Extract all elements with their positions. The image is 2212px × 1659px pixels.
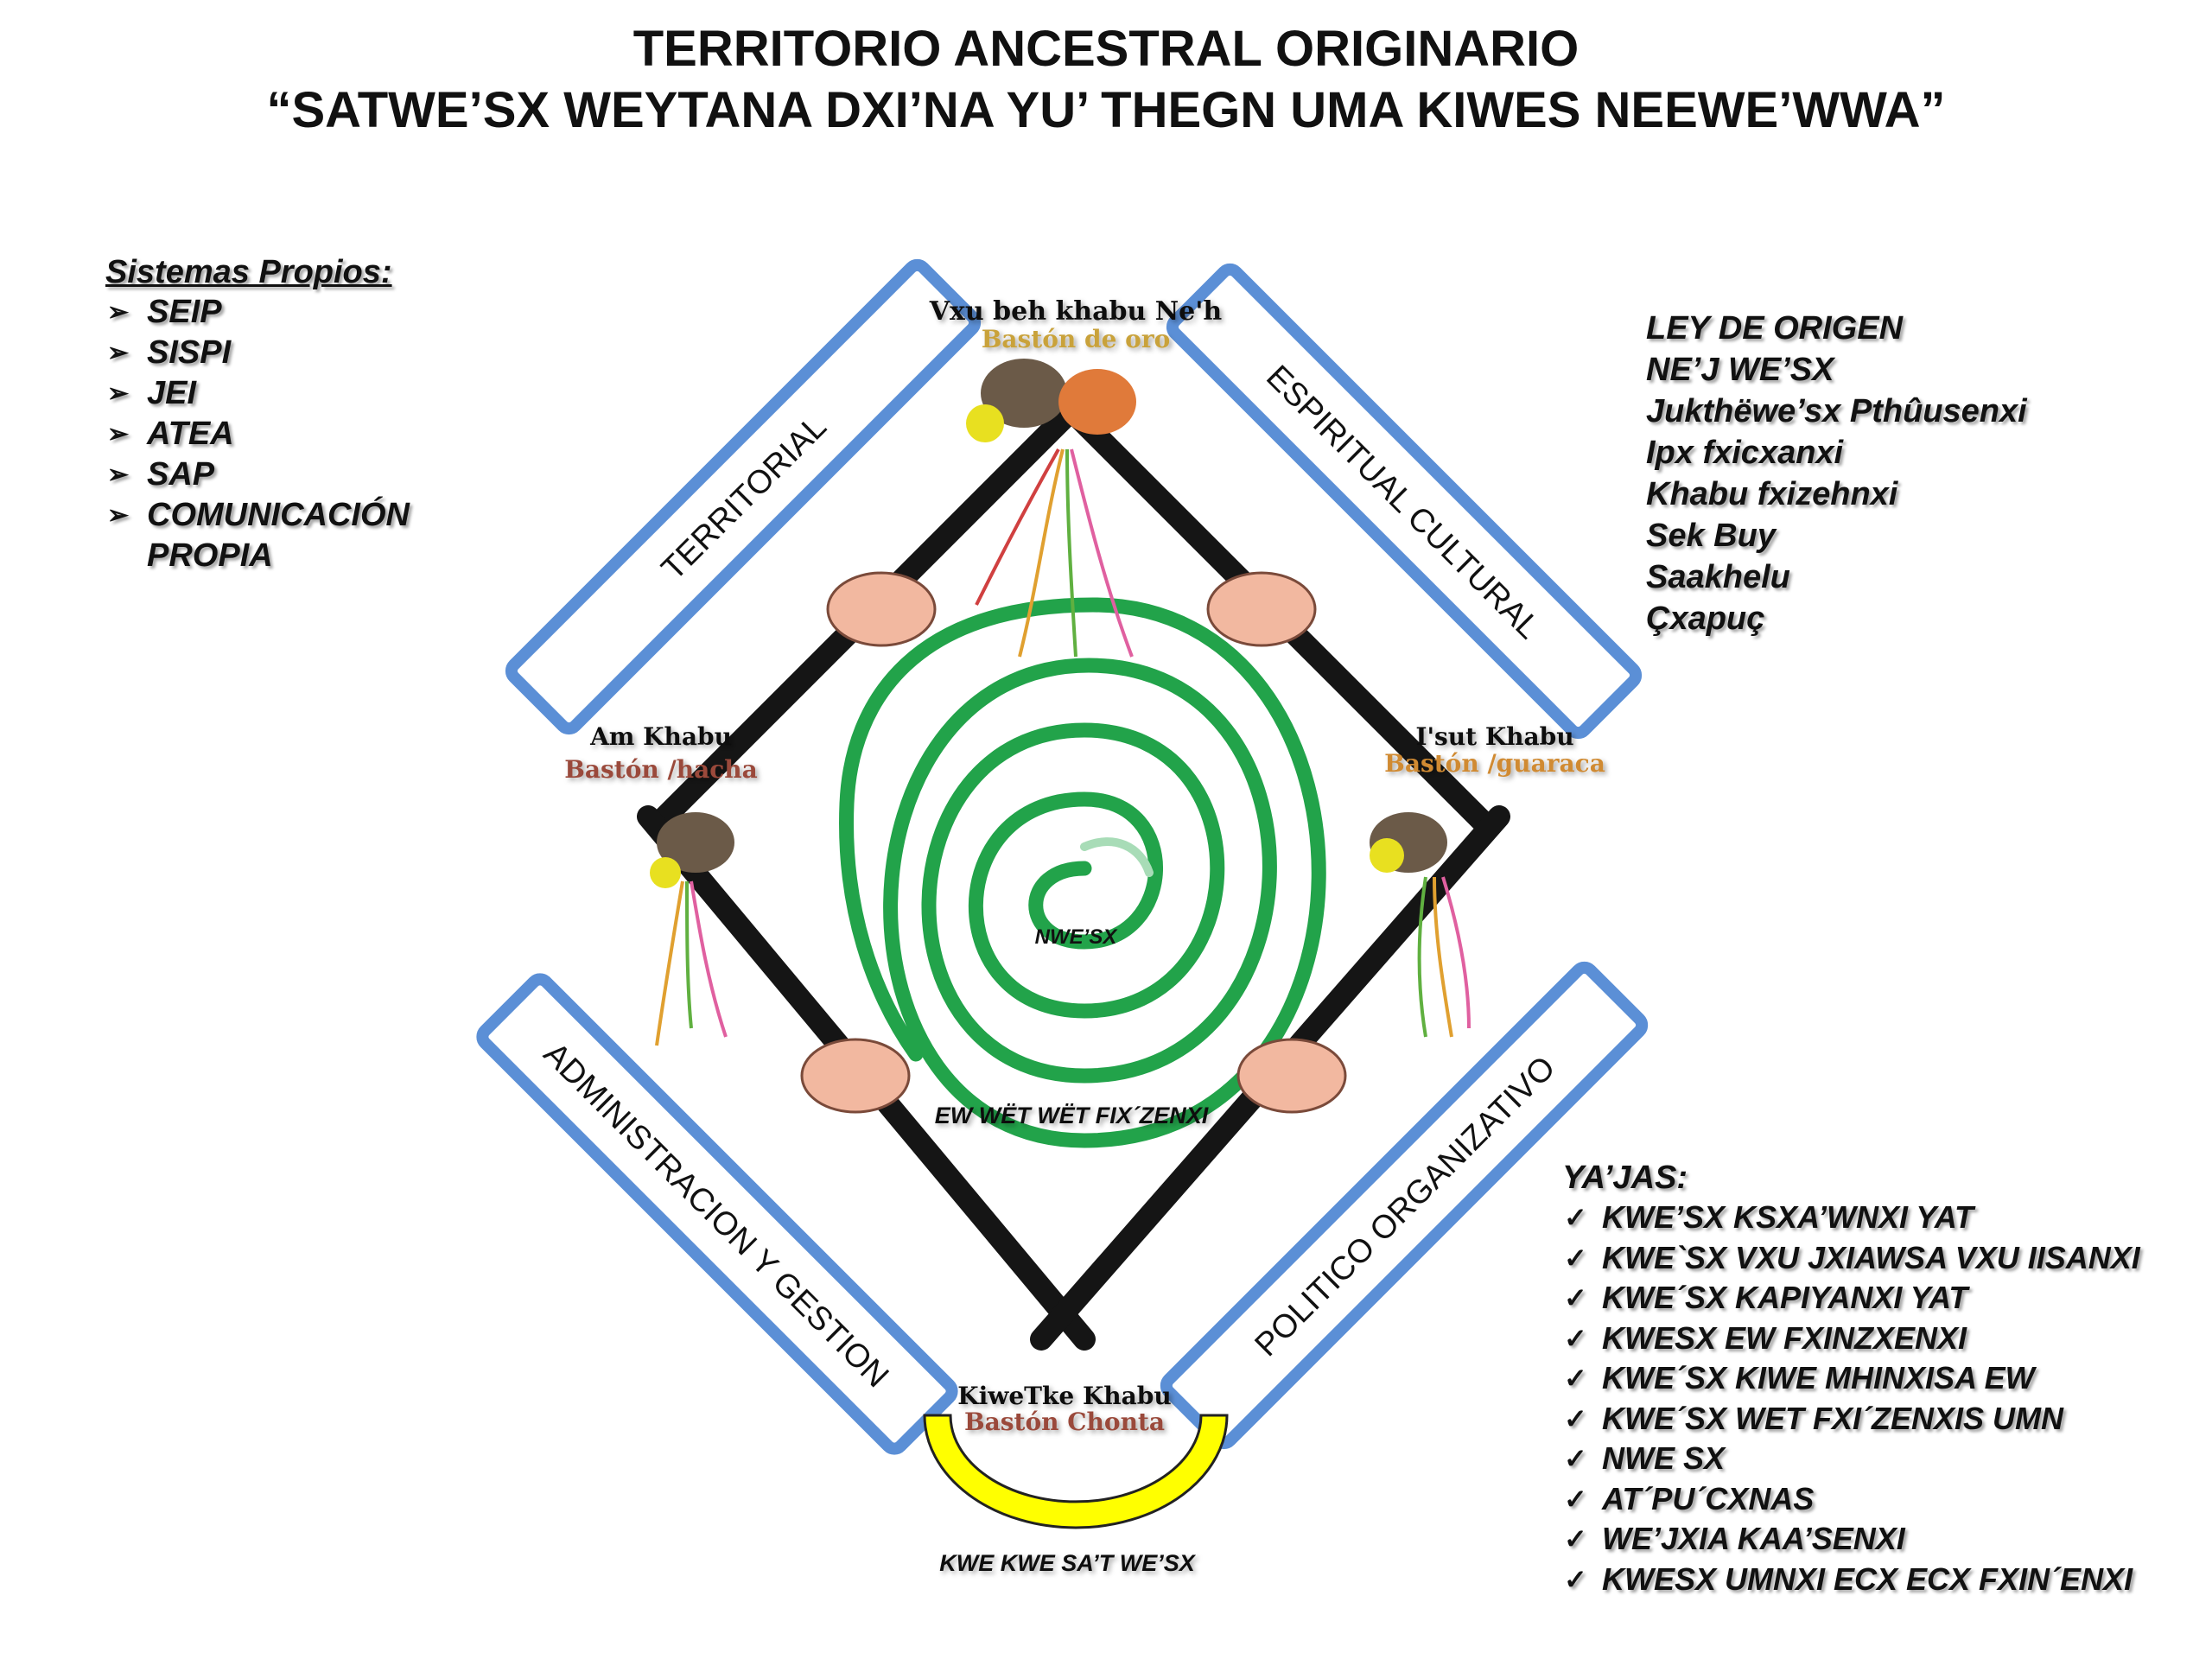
staff-left-name: Am Khabu <box>589 722 732 751</box>
staff-top-sub: Bastón de oro <box>982 325 1171 353</box>
ley-de-origen-list: LEY DE ORIGEN NE’J WE’SX Jukthëwe’sx Pth… <box>1646 308 2130 639</box>
list-item: ➢SEIP <box>105 292 468 333</box>
arrow-bullet-icon: ➢ <box>107 339 130 367</box>
hand-top-right <box>1206 571 1317 647</box>
tassel-right <box>1370 812 1471 1038</box>
check-icon: ✓ <box>1564 1402 1587 1434</box>
title-line-1: TERRITORIO ANCESTRAL ORIGINARIO <box>632 21 1580 77</box>
spiral <box>839 597 1326 1148</box>
list-item: ✓KWE´SX WET FXI´ZENXIS UMN <box>1562 1399 2202 1440</box>
list-item: ➢ATEA <box>105 414 468 454</box>
check-icon: ✓ <box>1564 1202 1587 1233</box>
staff-right-sub: Bastón /guaraca <box>1384 749 1605 778</box>
list-item: Jukthëwe’sx Pthûusenxi <box>1646 393 2027 429</box>
list-item: ✓KWE´SX KAPIYANXI YAT <box>1562 1278 2202 1319</box>
hand-bottom-left <box>800 1038 911 1114</box>
staff-left-sub: Bastón /hacha <box>564 755 758 784</box>
staff-bottom-sub: Bastón Chonta <box>964 1408 1165 1436</box>
list-item: ✓KWE´SX KIWE MHINXISA EW <box>1562 1358 2202 1399</box>
list-item: ✓KWESX UMNXI ECX ECX FXIN´ENXI <box>1562 1560 2202 1600</box>
list-item: Khabu fxizehnxi <box>1646 476 1898 512</box>
yajas-list: YA’JAS: ✓KWE’SX KSXA’WNXI YAT ✓KWE`SX VX… <box>1562 1158 2202 1599</box>
staff-label-left: Am Khabu Bastón /hacha <box>564 722 758 784</box>
list-item: Sek Buy <box>1646 518 1776 554</box>
list-item: Saakhelu <box>1646 559 1790 595</box>
staff-bottom-name: KiweTke Khabu <box>957 1382 1171 1410</box>
sistemas-propios-list: Sistemas Propios: ➢SEIP ➢SISPI ➢JEI ➢ATE… <box>105 252 468 576</box>
check-icon: ✓ <box>1564 1322 1587 1354</box>
check-icon: ✓ <box>1564 1563 1587 1595</box>
tassel-top <box>966 359 1136 658</box>
staff-label-top: Vxu beh khabu Ne'h Bastón de oro <box>929 296 1223 353</box>
bottom-label: KWE KWE SA’T WE’SX <box>939 1550 1197 1576</box>
list-item: ✓KWESX EW FXINZXENXI <box>1562 1319 2202 1359</box>
title-line-2: “SATWE’SX WEYTANA DXI’NA YU’ THEGN UMA K… <box>266 82 1946 138</box>
list-item: Çxapuç <box>1646 601 1765 637</box>
list-item: ✓WE’JXIA KAA’SENXI <box>1562 1519 2202 1560</box>
list-item: LEY DE ORIGEN <box>1646 310 1904 346</box>
list-item: ➢SAP <box>105 454 468 495</box>
yajas-heading: YA’JAS: <box>1562 1160 1688 1196</box>
hand-top-left <box>826 571 937 647</box>
staff-label-bottom: KiweTke Khabu Bastón Chonta <box>957 1382 1171 1436</box>
list-item: NE’J WE’SX <box>1646 352 1834 388</box>
list-item: ✓AT´PU´CXNAS <box>1562 1479 2202 1520</box>
hands <box>800 571 1347 1114</box>
yellow-arc <box>923 1414 1229 1529</box>
spiral-highlight <box>1080 837 1154 877</box>
arrow-bullet-icon: ➢ <box>107 298 130 327</box>
spiral-label: NWE’SX <box>1035 925 1119 949</box>
list-item: ✓KWE`SX VXU JXIAWSA VXU IISANXI <box>1562 1238 2202 1279</box>
arrow-bullet-icon: ➢ <box>107 501 130 530</box>
staff-label-right: I'sut Khabu Bastón /guaraca <box>1384 722 1605 778</box>
hand-bottom-right <box>1236 1038 1347 1114</box>
check-icon: ✓ <box>1564 1523 1587 1554</box>
check-icon: ✓ <box>1564 1282 1587 1313</box>
check-icon: ✓ <box>1564 1483 1587 1515</box>
spiral-path <box>839 597 1326 1148</box>
staff-top-name: Vxu beh khabu Ne'h <box>929 296 1223 327</box>
check-icon: ✓ <box>1564 1443 1587 1474</box>
list-item-continuation: PROPIA <box>147 537 273 574</box>
list-item: Ipx fxicxanxi <box>1646 435 1844 471</box>
list-item: ✓NWE SX <box>1562 1439 2202 1479</box>
lower-center-label: EW WËT WËT FIX´ZENXI <box>935 1103 1209 1128</box>
list-item: ➢SISPI <box>105 333 468 373</box>
tassel-left <box>650 812 734 1046</box>
list-item: ➢COMUNICACIÓN <box>105 495 468 536</box>
list-item: ✓KWE’SX KSXA’WNXI YAT <box>1562 1198 2202 1238</box>
check-icon: ✓ <box>1564 1242 1587 1274</box>
check-icon: ✓ <box>1564 1363 1587 1394</box>
arrow-bullet-icon: ➢ <box>107 420 130 448</box>
staff-right-name: I'sut Khabu <box>1415 722 1573 751</box>
arrow-bullet-icon: ➢ <box>107 461 130 489</box>
sistemas-heading: Sistemas Propios: <box>105 254 392 290</box>
list-item: ➢JEI <box>105 373 468 414</box>
box-politico-organizativo: POLITICO ORGANIZATIVO <box>1160 961 1649 1450</box>
page-title: TERRITORIO ANCESTRAL ORIGINARIO “SATWE’S… <box>0 19 2212 142</box>
arrow-bullet-icon: ➢ <box>107 379 130 408</box>
